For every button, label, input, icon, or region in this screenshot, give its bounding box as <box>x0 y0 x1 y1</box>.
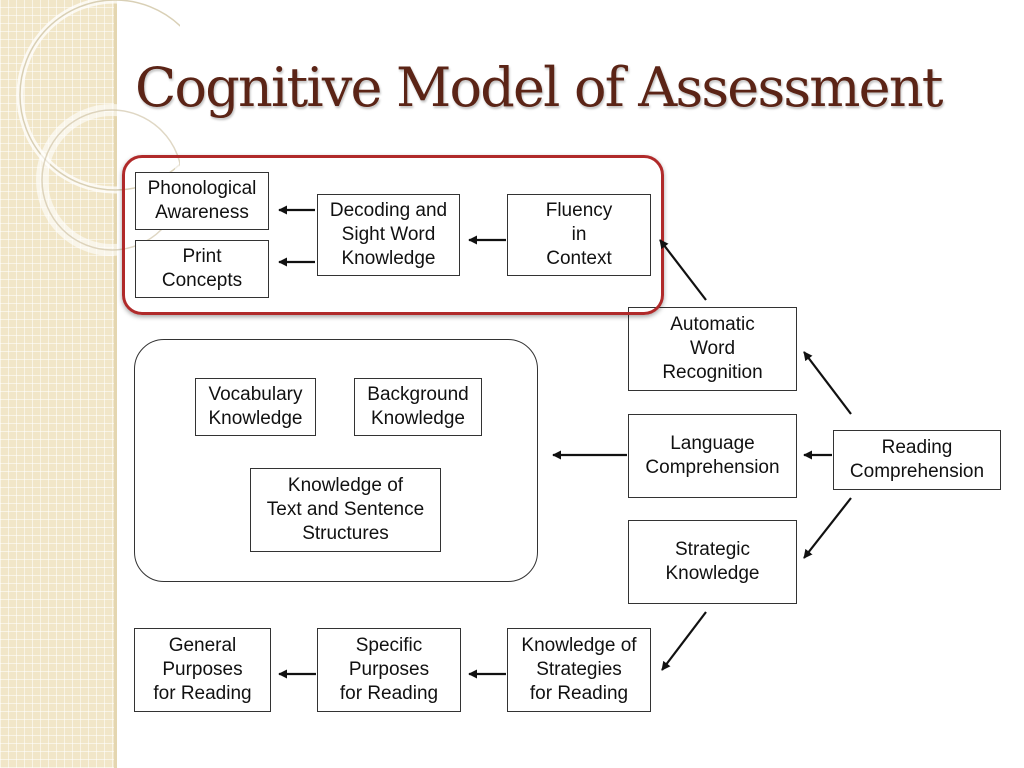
node-specific-purposes: Specific Purposes for Reading <box>317 628 461 712</box>
node-general-purposes: General Purposes for Reading <box>134 628 271 712</box>
node-vocabulary-knowledge: Vocabulary Knowledge <box>195 378 316 436</box>
arrow-strategic-to-strategies <box>661 611 707 671</box>
sidebar-edge <box>114 0 117 768</box>
node-decoding-sight-word: Decoding and Sight Word Knowledge <box>317 194 460 276</box>
node-fluency-in-context: Fluency in Context <box>507 194 651 276</box>
node-print-concepts: Print Concepts <box>135 240 269 298</box>
node-knowledge-of-strategies: Knowledge of Strategies for Reading <box>507 628 651 712</box>
decorative-circles <box>16 0 180 256</box>
arrow-reading-to-automatic <box>803 351 852 415</box>
arrow-automatic-to-fluency <box>659 239 707 301</box>
node-strategic-knowledge: Strategic Knowledge <box>628 520 797 604</box>
page-title: Cognitive Model of Assessment <box>135 56 944 119</box>
language-knowledge-group <box>134 339 538 582</box>
node-text-sentence-structures: Knowledge of Text and Sentence Structure… <box>250 468 441 552</box>
node-reading-comprehension: Reading Comprehension <box>833 430 1001 490</box>
node-background-knowledge: Background Knowledge <box>354 378 482 436</box>
arrow-reading-to-strategic <box>803 497 852 559</box>
node-language-comprehension: Language Comprehension <box>628 414 797 498</box>
node-phonological-awareness: Phonological Awareness <box>135 172 269 230</box>
word-recognition-highlight <box>122 155 664 315</box>
node-automatic-word-recognition: Automatic Word Recognition <box>628 307 797 391</box>
